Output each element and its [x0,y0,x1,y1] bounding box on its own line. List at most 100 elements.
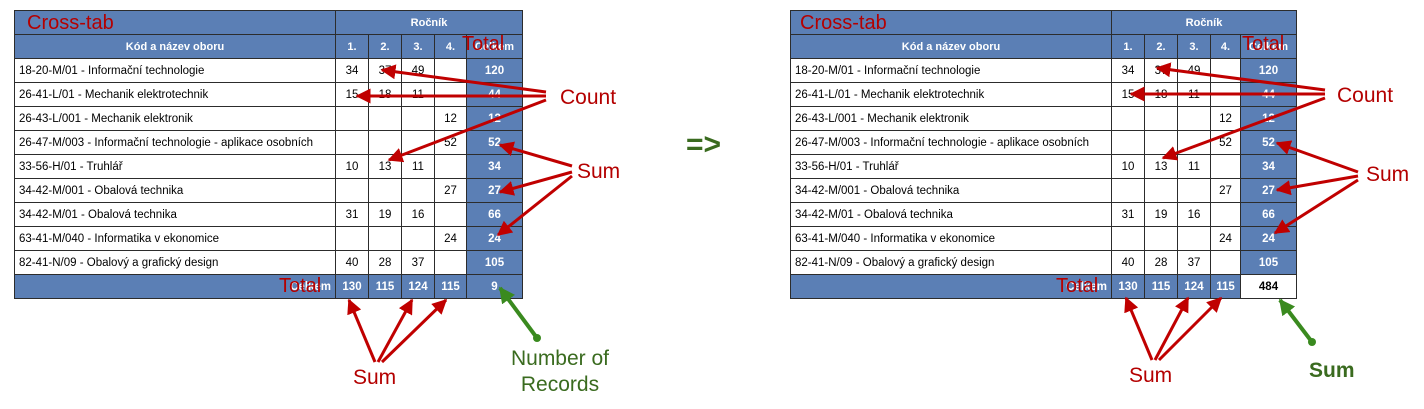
sum-label-bottom: Sum [1129,364,1173,387]
year-3-header: 3. [401,34,435,59]
table-row: 26-47-M/003 - Informační technologie - a… [790,130,1297,155]
row-year-3 [401,130,435,155]
crosstab-table: Ročník Kód a název oboru 1. 2. 3. 4. Cel… [790,10,1297,299]
dot-number-of-records [533,334,541,342]
year-1-header: 1. [1111,34,1145,59]
row-year-2 [1144,106,1178,131]
row-name: 34-42-M/01 - Obalová technika [14,202,336,227]
row-year-1 [1111,130,1145,155]
row-year-2 [1144,130,1178,155]
row-name: 82-41-N/09 - Obalový a grafický design [790,250,1112,275]
row-year-3 [1177,130,1211,155]
name-column-header: Kód a název oboru [14,34,336,59]
row-year-2 [368,178,402,203]
row-total: 12 [1240,106,1297,131]
row-name: 18-20-M/01 - Informační technologie [790,58,1112,83]
count-label: Count [560,86,617,109]
arrow-sum-grand [1278,298,1314,344]
row-name: 63-41-M/040 - Informatika v ekonomice [14,226,336,251]
row-year-4: 27 [434,178,467,203]
row-year-3: 16 [401,202,435,227]
footer-year-4: 115 [1210,274,1241,299]
row-year-1: 10 [1111,154,1145,179]
year-4-header: 4. [1210,34,1241,59]
transform-arrow: => [686,128,722,161]
row-year-4: 52 [434,130,467,155]
row-year-1: 10 [335,154,369,179]
row-year-2: 13 [368,154,402,179]
row-total: 34 [466,154,523,179]
row-year-2: 37 [1144,58,1178,83]
row-year-3: 11 [401,154,435,179]
row-year-1 [335,178,369,203]
row-year-4: 52 [1210,130,1241,155]
row-year-3 [1177,106,1211,131]
row-year-4: 24 [434,226,467,251]
row-year-3 [1177,226,1211,251]
footer-year-4: 115 [434,274,467,299]
total-header-overlay: Total [462,33,505,55]
row-year-3: 11 [1177,154,1211,179]
number-of-records-label: Number of Records [497,346,623,398]
arrow-sum-bottom-3 [380,298,448,364]
corner-cell [790,10,1112,35]
row-year-2: 19 [368,202,402,227]
row-year-4 [1210,58,1241,83]
row-total: 34 [1240,154,1297,179]
arrow-sum-bottom-2-right [1153,296,1190,361]
row-year-3: 16 [1177,202,1211,227]
footer-year-2: 115 [1144,274,1178,299]
row-year-2 [368,226,402,251]
row-year-4 [434,250,467,275]
row-year-1: 31 [1111,202,1145,227]
corner-cell [14,10,336,35]
row-year-2: 28 [1144,250,1178,275]
row-total: 105 [1240,250,1297,275]
count-label: Count [1337,84,1394,107]
row-year-2: 13 [1144,154,1178,179]
sum-grand-label: Sum [1309,359,1355,382]
footer-grand-total: 9 [466,274,523,299]
crosstab-table: Ročník Kód a název oboru 1. 2. 3. 4. Cel… [14,10,523,299]
year-3-header: 3. [1177,34,1211,59]
row-total: 66 [1240,202,1297,227]
row-year-3 [1177,178,1211,203]
number-of-records-line-1: Number of [510,347,610,370]
row-year-1: 31 [335,202,369,227]
row-total: 44 [466,82,523,107]
year-2-header: 2. [368,34,402,59]
row-year-1 [1111,106,1145,131]
total-header-overlay: Total [1242,33,1285,55]
row-name: 34-42-M/001 - Obalová technika [14,178,336,203]
number-of-records-line-2: Records [520,373,600,396]
row-total: 27 [466,178,523,203]
row-total: 120 [1240,58,1297,83]
group-header: Ročník [335,10,523,35]
row-total: 27 [1240,178,1297,203]
row-year-3: 49 [401,58,435,83]
row-year-1: 15 [1111,82,1145,107]
row-year-2 [368,106,402,131]
footer-year-3: 124 [1177,274,1211,299]
row-name: 33-56-H/01 - Truhlář [14,154,336,179]
row-year-3: 37 [1177,250,1211,275]
row-total: 44 [1240,82,1297,107]
footer-year-1: 130 [335,274,369,299]
dot-sum-grand [1308,338,1316,346]
row-name: 26-41-L/01 - Mechanik elektrotechnik [790,82,1112,107]
row-year-2: 18 [368,82,402,107]
row-total: 120 [466,58,523,83]
footer-year-2: 115 [368,274,402,299]
